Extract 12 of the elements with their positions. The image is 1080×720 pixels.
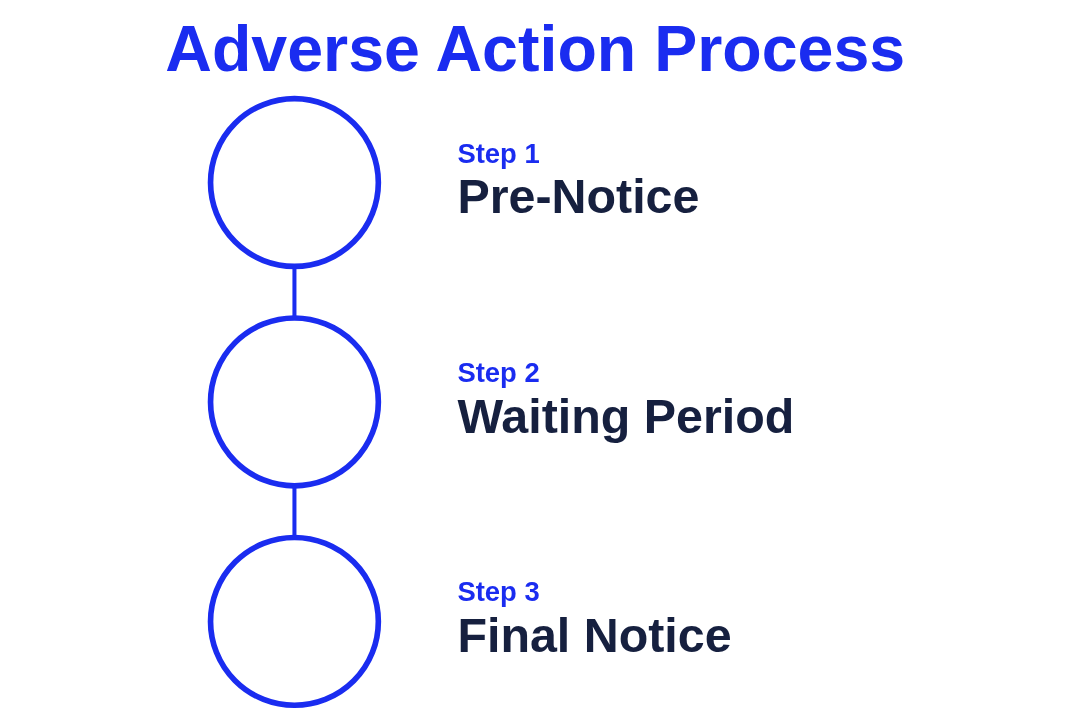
node-circle bbox=[207, 95, 381, 270]
connector bbox=[291, 485, 296, 537]
node-circle bbox=[207, 315, 381, 489]
node-label: Step 1 bbox=[456, 137, 540, 169]
diagram-title: Adverse Action Process bbox=[164, 13, 905, 86]
node-label: Step 3 bbox=[456, 576, 540, 608]
connector bbox=[291, 266, 296, 318]
node-label: Step 2 bbox=[456, 356, 540, 388]
node-label: Pre-Notice bbox=[456, 169, 699, 224]
node-label: Waiting Period bbox=[456, 388, 794, 443]
node-circle bbox=[207, 534, 381, 709]
node-label: Final Notice bbox=[456, 608, 732, 663]
